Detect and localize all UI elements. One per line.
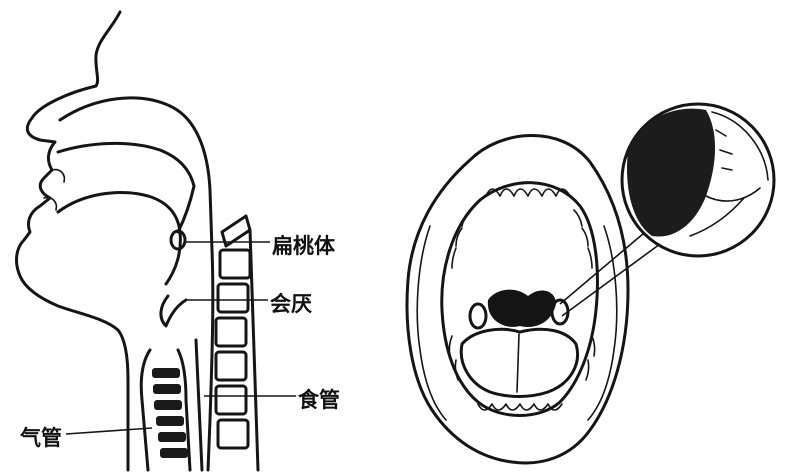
tongue-midline [517,334,519,392]
magnified-tonsil [622,104,774,256]
pharynx-wall [208,250,213,470]
esophagus-tube [196,340,202,470]
open-mouth-view [407,104,774,463]
label-trachea: 气管 [20,422,62,452]
trachea-rings [152,368,188,458]
throat-pharynx [488,290,556,327]
label-epiglottis: 会厌 [270,288,312,318]
left-tonsil [470,304,486,328]
trachea-leader [66,428,152,434]
larynx [141,350,150,470]
magnifier-pointer [560,228,650,304]
hard-palate [58,143,194,186]
head-sagittal-section [17,12,296,470]
tonsil-shape [171,231,185,249]
label-tonsil: 扁桃体 [272,230,335,260]
spine [216,216,258,470]
epiglottis-shape [161,296,186,326]
tongue [58,193,180,284]
upper-teeth-row [452,189,592,268]
right-cheek [588,226,617,420]
soft-palate [178,186,194,232]
label-esophagus: 食管 [298,384,340,414]
face-profile [17,12,128,470]
